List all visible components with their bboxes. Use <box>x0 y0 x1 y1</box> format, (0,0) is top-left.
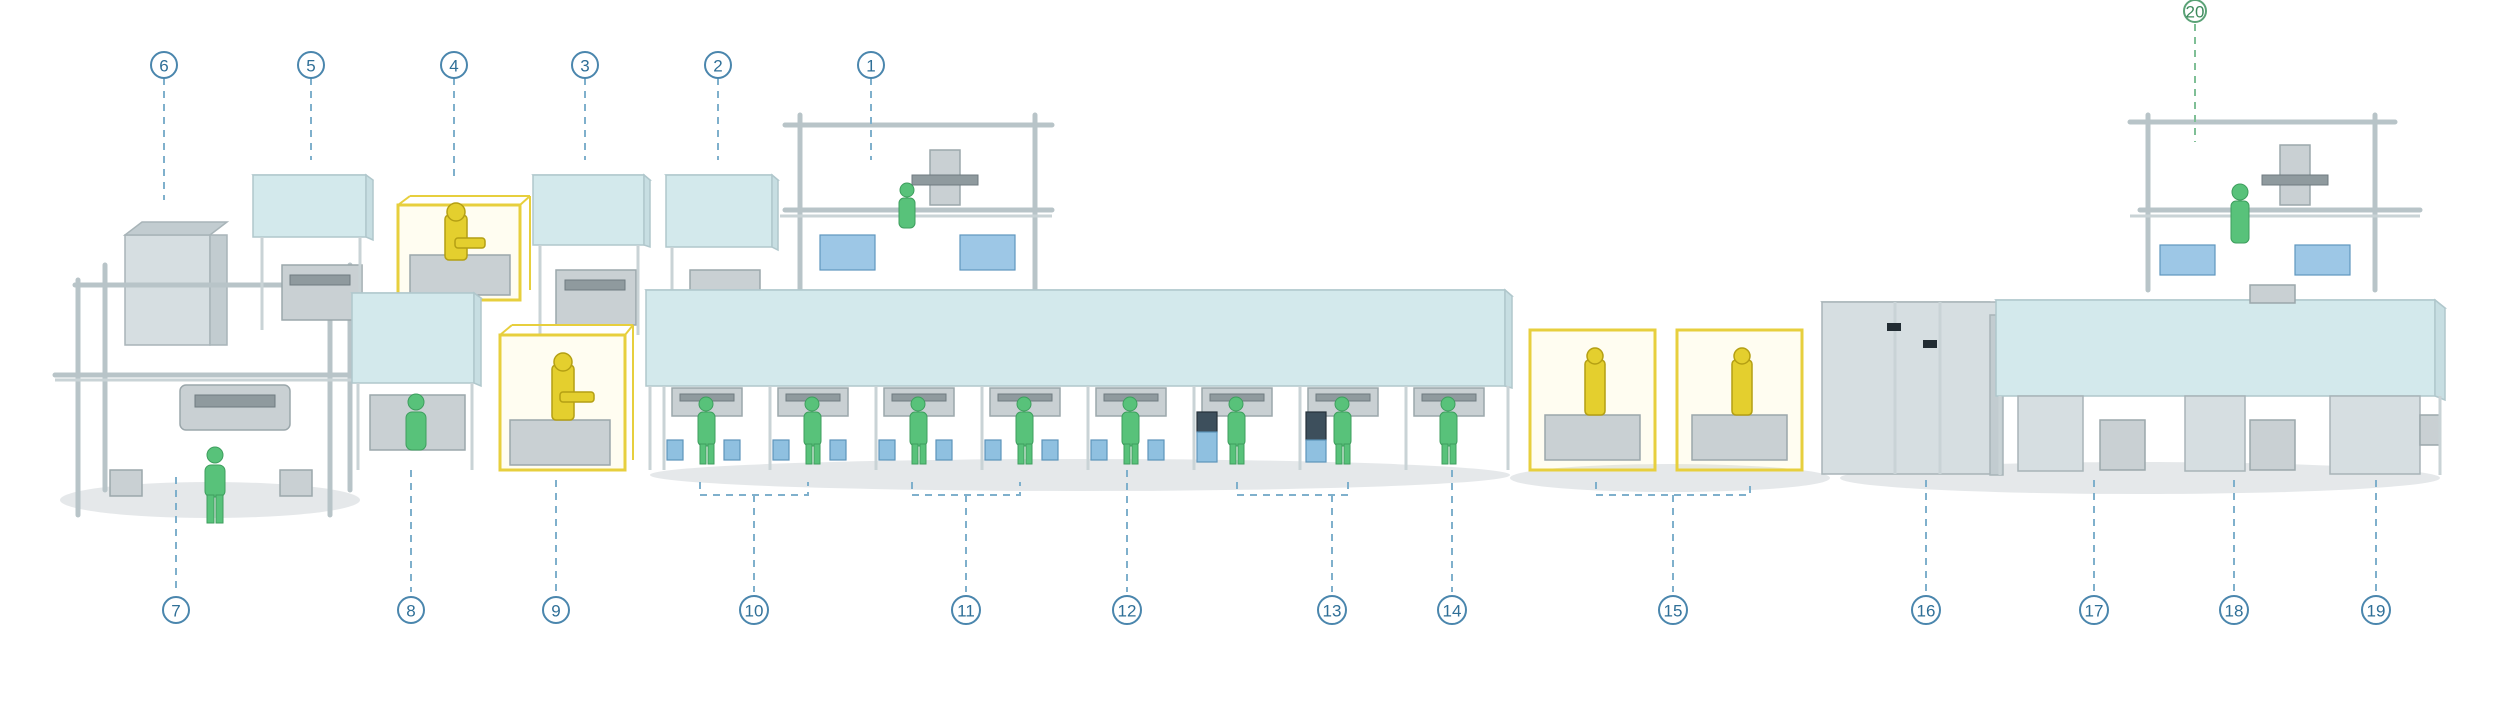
callout-10: 10 <box>739 595 769 625</box>
worker-figure <box>1227 396 1246 465</box>
parts-bin <box>1196 431 1218 463</box>
canopy-station-8 <box>349 291 484 470</box>
callout-4: 4 <box>440 51 468 79</box>
svg-text:16: 16 <box>1917 602 1936 621</box>
svg-text:12: 12 <box>1118 602 1137 621</box>
svg-text:14: 14 <box>1443 602 1462 621</box>
long-assembly-canopy <box>644 288 1515 470</box>
worker-figure <box>405 393 427 451</box>
callout-3: 3 <box>571 51 599 79</box>
worker-figure <box>803 396 822 465</box>
svg-text:9: 9 <box>551 602 560 621</box>
svg-text:10: 10 <box>745 602 764 621</box>
svg-text:13: 13 <box>1323 602 1342 621</box>
parts-bin <box>1090 439 1108 461</box>
canopy-station-3 <box>531 173 653 335</box>
svg-text:20: 20 <box>2186 3 2205 22</box>
parts-bin <box>1147 439 1165 461</box>
gantry-station-left <box>52 221 358 524</box>
parts-bin <box>1305 411 1327 441</box>
worker-figure <box>898 182 916 229</box>
callout-14: 14 <box>1437 595 1467 625</box>
workstation-bay <box>1192 386 1273 470</box>
leader-lines <box>163 24 2377 592</box>
workstation-bay <box>768 386 849 470</box>
callout-6: 6 <box>150 51 178 79</box>
robot-cell-station-9 <box>498 324 634 472</box>
workstation-bays <box>662 386 1485 470</box>
callouts: 1 2 3 4 5 6 7 8 9 10 11 12 13 14 15 16 1… <box>150 0 2391 625</box>
callout-18: 18 <box>2219 595 2249 625</box>
parts-bin <box>723 439 741 461</box>
callout-13: 13 <box>1317 595 1347 625</box>
callout-7: 7 <box>162 596 190 624</box>
workstation-bay <box>662 386 743 470</box>
final-canopy-stations <box>1994 298 2448 475</box>
parts-bin <box>1041 439 1059 461</box>
workstation-bay <box>1298 386 1379 470</box>
svg-text:4: 4 <box>449 57 458 76</box>
worker-figure <box>1439 396 1458 465</box>
parts-bin <box>666 439 684 461</box>
parts-bin <box>1305 439 1327 463</box>
callout-20: 20 <box>2183 0 2207 23</box>
svg-text:19: 19 <box>2367 602 2386 621</box>
callout-5: 5 <box>297 51 325 79</box>
parts-bin <box>878 439 896 461</box>
svg-text:3: 3 <box>580 57 589 76</box>
worker-figure <box>204 446 226 524</box>
workstation-bay <box>1404 386 1485 470</box>
svg-text:15: 15 <box>1664 602 1683 621</box>
parts-bin <box>829 439 847 461</box>
callout-16: 16 <box>1911 595 1941 625</box>
enclosure-station-16 <box>1820 301 2005 476</box>
callout-12: 12 <box>1112 595 1142 625</box>
parts-bin <box>984 439 1002 461</box>
callout-17: 17 <box>2079 595 2109 625</box>
gantry-station-1 <box>780 112 1055 293</box>
svg-text:5: 5 <box>306 57 315 76</box>
worker-figure <box>1333 396 1352 465</box>
worker-figure <box>1015 396 1034 465</box>
parts-bin <box>1196 411 1218 433</box>
callout-19: 19 <box>2361 595 2391 625</box>
workstation-bay <box>874 386 955 470</box>
svg-text:17: 17 <box>2085 602 2104 621</box>
canopy-station-5 <box>251 173 375 330</box>
worker-figure <box>697 396 716 465</box>
parts-bin <box>772 439 790 461</box>
svg-text:7: 7 <box>171 602 180 621</box>
robot-cells-station-15 <box>1528 328 1804 472</box>
worker-figure <box>2230 183 2250 244</box>
callout-11: 11 <box>951 595 981 625</box>
workstation-bay <box>980 386 1061 470</box>
svg-text:11: 11 <box>957 602 975 621</box>
parts-bin <box>935 439 953 461</box>
callout-15: 15 <box>1658 595 1688 625</box>
svg-text:1: 1 <box>866 57 875 76</box>
callout-1: 1 <box>857 51 885 79</box>
gantry-station-20 <box>2127 112 2423 304</box>
worker-figure <box>1121 396 1140 465</box>
robot-cell-station-4 <box>396 195 531 302</box>
svg-text:18: 18 <box>2225 602 2244 621</box>
callout-9: 9 <box>542 596 570 624</box>
callout-8: 8 <box>397 596 425 624</box>
worker-figure <box>909 396 928 465</box>
svg-text:2: 2 <box>713 57 722 76</box>
svg-text:6: 6 <box>159 57 168 76</box>
svg-text:8: 8 <box>406 602 415 621</box>
workstation-bay <box>1086 386 1167 470</box>
callout-2: 2 <box>704 51 732 79</box>
